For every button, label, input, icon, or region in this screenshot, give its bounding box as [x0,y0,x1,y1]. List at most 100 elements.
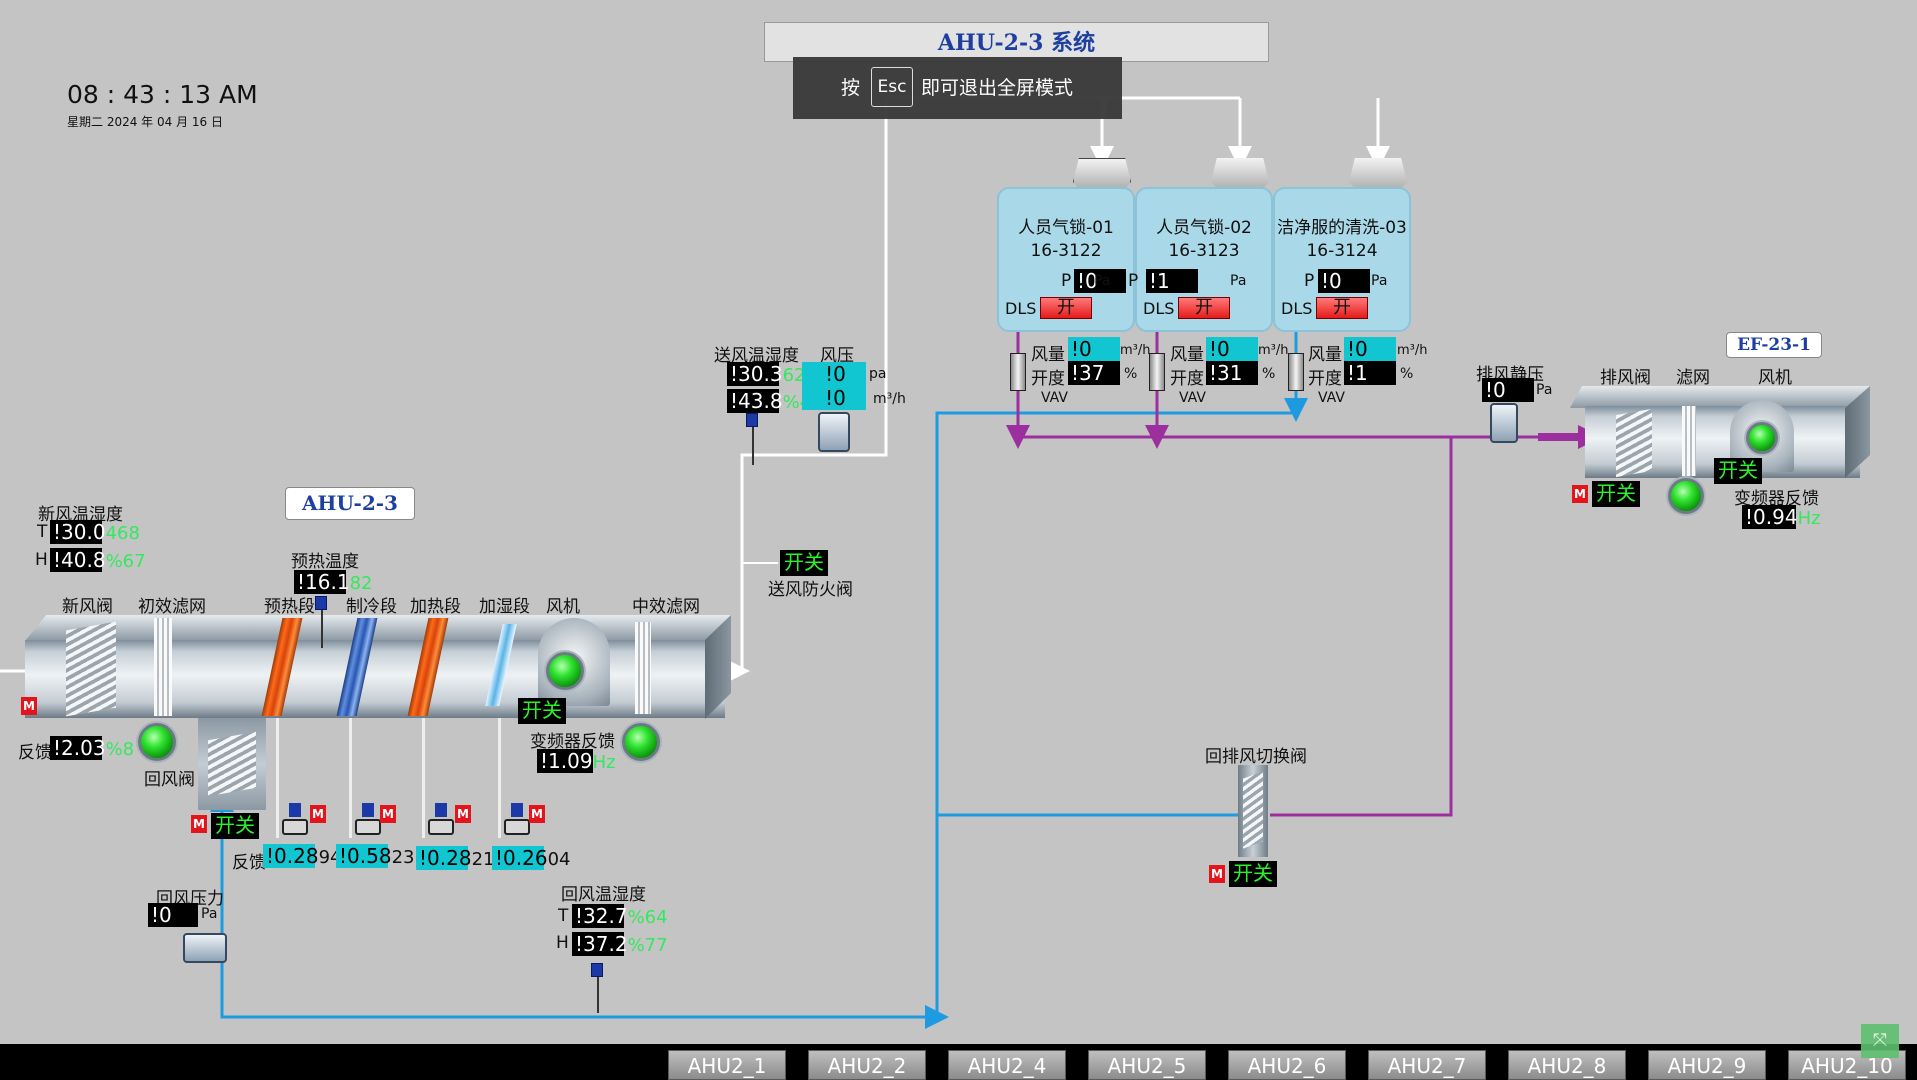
tab-ahu2-2[interactable]: AHU2_2 [808,1050,926,1080]
fresh-t-prefix: T [37,522,48,542]
fire-damper-switch[interactable]: 开关 [780,550,828,576]
return-exhaust-valve-m-badge[interactable]: M [1209,865,1225,883]
supply-flow-display: !0 [802,386,866,410]
room-2-vav-icon[interactable] [1149,353,1165,391]
ef-badge[interactable]: EF-23-1 [1726,332,1822,358]
room-1-vav-icon[interactable] [1010,353,1026,391]
supply-pressure-unit: pa [869,366,887,382]
return-h-prefix: H [556,933,569,953]
exhaust-vfd-display: !0.94Hz [1742,505,1821,529]
banner-prefix: 按 [841,77,861,99]
return-damper-blades [208,731,256,797]
exhaust-filter-media [1682,406,1696,476]
tab-ahu2-5[interactable]: AHU2_5 [1088,1050,1206,1080]
room-2-p-unit: Pa [1230,273,1247,289]
section-cooling: 制冷段 [346,597,397,617]
return-t-prefix: T [558,906,569,926]
supply-temp-sensor-icon [746,413,758,427]
supply-sensor-stem [752,427,754,465]
supply-temp-hum-label: 送风温湿度 [714,346,799,366]
heating-pipe [422,718,425,838]
section-mid-filter: 中效滤网 [632,597,700,617]
preheat-temp-sensor-icon [315,596,327,610]
humidify-valve-icon[interactable] [504,803,530,839]
preheat-temp-label: 预热温度 [291,552,359,572]
return-pressure-display: !0 [148,903,198,927]
humidify-valve-m-badge[interactable]: M [529,805,545,823]
room-2[interactable]: 人员气锁-02 16-3123 [1135,187,1273,332]
tab-ahu2-6[interactable]: AHU2_6 [1228,1050,1346,1080]
ahu-badge[interactable]: AHU-2-3 [285,487,415,520]
fire-damper-label: 送风防火阀 [768,580,853,600]
cooling-valve-m-badge[interactable]: M [380,805,396,823]
ahu-top-face [25,615,731,641]
room-3-dls-state[interactable]: 开 [1316,297,1368,319]
exhaust-fan-switch[interactable]: 开关 [1714,458,1762,484]
room-2-code: 16-3123 [1168,241,1240,261]
room-3-vav-label: VAV [1318,390,1345,406]
room-3-flow-unit: m³/h [1397,343,1428,358]
room-2-flow-label: 风量 [1170,345,1204,365]
room-1-dls-state[interactable]: 开 [1040,297,1092,319]
vfd-status-lamp [622,723,660,761]
banner-suffix: 即可退出全屏模式 [921,77,1074,99]
tab-ahu2-1[interactable]: AHU2_1 [668,1050,786,1080]
expand-icon[interactable]: ⤧ [1861,1024,1899,1058]
room-2-open: !31 [1206,361,1258,385]
room-3-open-unit: % [1400,366,1414,382]
supply-pressure-sensor-icon [818,412,850,452]
room-1-flow-unit: m³/h [1120,343,1151,358]
supply-t-display: !30.362 [727,362,805,386]
mid-filter-media [635,622,651,714]
room-1-p-prefix: P [1061,271,1072,291]
return-exhaust-valve-switch[interactable]: 开关 [1229,861,1277,887]
room-1-dls-label: DLS [1005,299,1037,318]
tab-ahu2-4[interactable]: AHU2_4 [948,1050,1066,1080]
preheat-valve-feedback: !0.2894 [263,844,341,868]
room-2-p-prefix: P [1128,271,1139,291]
tab-ahu2-9[interactable]: AHU2_9 [1648,1050,1766,1080]
exhaust-damper-blades [1616,408,1652,478]
tab-ahu2-10[interactable]: AHU2_10 [1788,1050,1906,1080]
cooling-valve-feedback: !0.5823 [336,844,414,868]
return-exhaust-valve-body[interactable] [1238,765,1268,857]
section-fan: 风机 [546,597,580,617]
return-exhaust-valve-blades [1243,771,1263,849]
exhaust-vfd-label: 变频器反馈 [1734,489,1819,509]
preheat-valve-m-badge[interactable]: M [310,805,326,823]
section-heating: 加热段 [410,597,461,617]
room-3-vav-icon[interactable] [1288,353,1304,391]
return-damper-switch[interactable]: 开关 [211,813,259,839]
preheat-valve-icon[interactable] [282,803,308,839]
tab-ahu2-7[interactable]: AHU2_7 [1368,1050,1486,1080]
room-1-open: !37 [1068,361,1120,385]
return-temp-sensor-icon [591,963,603,977]
return-damper-m-badge[interactable]: M [191,815,207,833]
return-damper-body [198,718,266,810]
supply-fan-switch[interactable]: 开关 [518,698,566,724]
exhaust-damper-switch[interactable]: 开关 [1592,481,1640,507]
room-1-vav-label: VAV [1041,390,1068,406]
exhaust-filter-label: 滤网 [1676,368,1710,388]
room-2-dls-state[interactable]: 开 [1178,297,1230,319]
fresh-feedback-label: 反馈 [18,743,52,763]
room-1-pressure: !0 [1074,269,1126,293]
fresh-damper-m-badge[interactable]: M [21,697,37,715]
room-1-p-unit: Pa [1094,273,1111,289]
return-pressure-sensor-icon [183,933,227,963]
esc-key[interactable]: Esc [871,67,913,107]
room-3[interactable]: 洁净服的清洗-03 16-3124 [1273,187,1411,332]
room-2-pressure: !1 [1146,269,1198,293]
heating-valve-m-badge[interactable]: M [455,805,471,823]
vfd-feedback-label: 变频器反馈 [530,732,615,752]
humidify-pipe [498,718,501,838]
heating-valve-icon[interactable] [428,803,454,839]
cooling-valve-icon[interactable] [355,803,381,839]
room-1-flow: !0 [1068,337,1120,361]
tab-ahu2-8[interactable]: AHU2_8 [1508,1050,1626,1080]
exhaust-fan-status-lamp [1746,422,1778,454]
room-3-open-label: 开度 [1308,369,1342,389]
exhaust-damper-m-badge[interactable]: M [1572,485,1588,503]
